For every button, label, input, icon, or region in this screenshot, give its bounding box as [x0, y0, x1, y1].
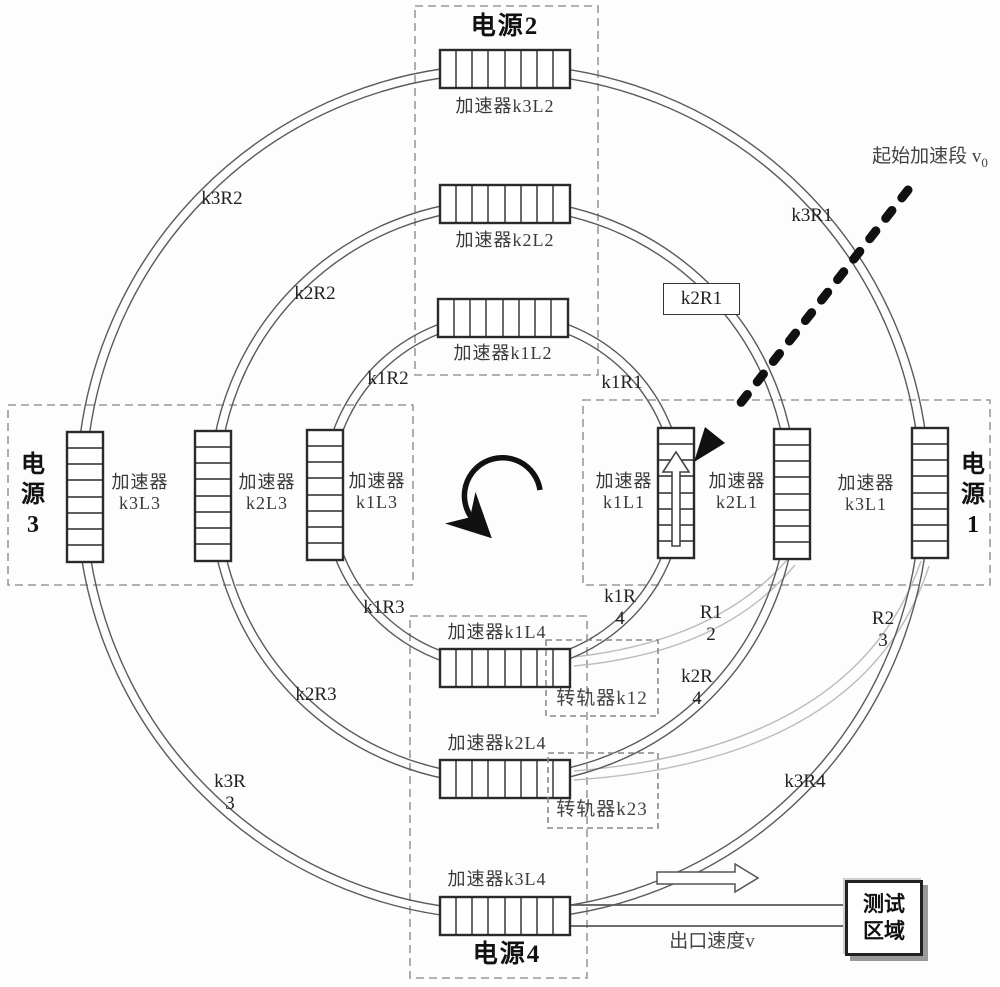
coil-k3l1 [910, 426, 950, 560]
accelerator-k2l1-label: 加速器 k2L1 [708, 471, 766, 512]
accelerator-k1l4-label: 加速器k1L4 [447, 622, 547, 642]
track-r12-outer [573, 559, 788, 658]
arc-k1r3-label: k1R3 [363, 597, 405, 618]
switcher-k12-label: 转轨器k12 [556, 688, 648, 709]
coil-k1l2 [436, 297, 570, 339]
accelerator-k1l1-label: 加速器 k1L1 [595, 471, 653, 512]
dashed-group-boxes [7, 5, 991, 979]
arc-k2r1-label-box: k2R1 [663, 283, 740, 315]
accelerator-k3l3-label: 加速器 k3L3 [111, 472, 169, 513]
power1-group-box [582, 399, 991, 586]
arc-k2r3-label: k2R3 [295, 684, 337, 705]
switcher-k12-box [545, 639, 659, 717]
arc-k2r1-label: k2R1 [680, 288, 723, 309]
power4-group-box [409, 615, 588, 979]
arc-k2r4-label: k2R 4 [681, 666, 713, 709]
start-segment-subscript: 0 [981, 154, 988, 170]
start-segment-arrowhead [694, 427, 725, 462]
coil-k1l4 [438, 647, 572, 689]
power3-label: 电源3 [21, 452, 45, 538]
arc-k3r1-label: k3R1 [791, 205, 833, 226]
vertical-coils [65, 426, 950, 564]
accelerator-k1l3-label: 加速器 k1L3 [348, 471, 406, 512]
coil-k2l1 [772, 427, 812, 561]
start-segment-text: 起始加速段 v [872, 146, 982, 167]
accelerator-k2l2-label: 加速器k2L2 [455, 230, 555, 250]
transition-tracks [573, 559, 930, 781]
switcher-k23-label: 转轨器k23 [556, 799, 648, 820]
arc-k3r2-label: k3R2 [201, 188, 243, 209]
switcher-k23-box [547, 752, 659, 829]
power1-label: 电源1 [961, 452, 985, 538]
accelerator-k2l3-label: 加速器 k2L3 [238, 472, 296, 513]
start-segment-label: 起始加速段 v0 [872, 146, 988, 171]
accelerator-k2l4-label: 加速器k2L4 [447, 733, 547, 753]
arc-k3r3-label: k3R 3 [214, 771, 246, 814]
coil-k3l3 [65, 430, 105, 564]
track-r23-outer [573, 560, 922, 772]
coil-k3l2 [438, 48, 572, 90]
arc-k3r4-label: k3R4 [784, 771, 826, 792]
power4-label: 电源4 [472, 941, 542, 968]
accelerator-k3l2-label: 加速器k3L2 [455, 96, 555, 116]
exit-track [566, 904, 846, 927]
rotation-direction-arrow [444, 454, 543, 539]
arc-k2r2-label: k2R2 [294, 283, 336, 304]
start-segment-arrow [694, 185, 913, 462]
accelerator-k3l1-label: 加速器 k3L1 [837, 473, 895, 514]
arc-r12-label: R1 2 [699, 602, 723, 645]
power2-label: 电源2 [470, 13, 540, 40]
track-r23-inner [573, 565, 930, 781]
test-area-box: 测试 区域 [845, 880, 923, 956]
coil-k2l3 [193, 429, 233, 563]
exit-speed-label: 出口速度v [669, 931, 755, 952]
injection-direction-arrow [661, 450, 691, 547]
exit-direction-arrow [656, 862, 760, 894]
power3-group-box [7, 404, 414, 586]
arc-k1r1-label: k1R1 [601, 372, 643, 393]
coil-k2l4 [438, 758, 572, 800]
coil-k3l4 [438, 895, 572, 937]
coil-k1l3 [305, 428, 345, 562]
arc-r23-label: R2 3 [871, 608, 895, 651]
coil-k2l2 [438, 183, 572, 225]
accelerator-k3l4-label: 加速器k3L4 [447, 869, 547, 889]
arc-k1r4-label: k1R 4 [604, 586, 636, 629]
accelerator-k1l2-label: 加速器k1L2 [453, 343, 553, 363]
horizontal-coils [436, 48, 572, 937]
power2-group-box [414, 5, 599, 376]
arc-k1r2-label: k1R2 [367, 368, 409, 389]
track-r12-inner [573, 564, 796, 667]
